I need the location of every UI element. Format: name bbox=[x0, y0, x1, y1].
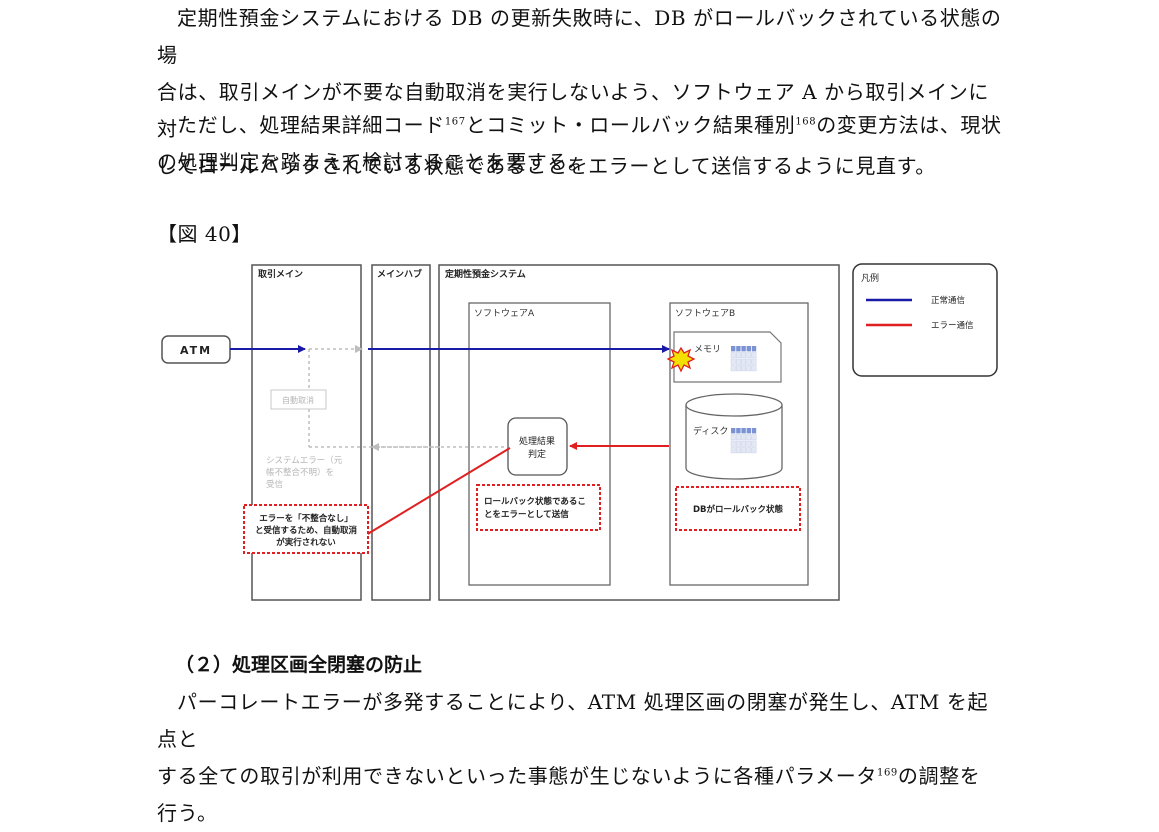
text-line: の処理判定を踏まえて検討することを要する。 bbox=[157, 150, 589, 174]
lane-deposit-system bbox=[438, 264, 840, 601]
storage-cell bbox=[746, 358, 752, 365]
note-text: と受信するため、自動取消 bbox=[255, 525, 358, 536]
lane-torihiki-label: 取引メイン bbox=[258, 268, 303, 280]
legend-error-label: エラー通信 bbox=[931, 320, 974, 331]
storage-cell bbox=[746, 346, 751, 352]
memory-cells bbox=[730, 346, 757, 372]
storage-cell bbox=[730, 358, 736, 365]
note-text: DBがロールバック状態 bbox=[693, 504, 784, 515]
text-line: 合は、取引メインが不要な自動取消を実行しないよう、ソフトウェア A から取引メイ… bbox=[157, 80, 989, 141]
auto-cancel-box bbox=[270, 389, 327, 410]
storage-cell bbox=[751, 428, 757, 434]
storage-cell bbox=[751, 434, 757, 441]
note-rollback-as-error bbox=[476, 484, 601, 531]
storage-cell bbox=[751, 447, 757, 454]
software-b-label: ソフトウェアB bbox=[675, 308, 735, 319]
disk-label: ディスク bbox=[693, 425, 728, 437]
atm-label: ATM bbox=[180, 344, 212, 357]
storage-cell bbox=[731, 428, 736, 434]
storage-cell bbox=[741, 346, 746, 352]
storage-cell bbox=[730, 447, 736, 454]
text-segment: する全ての取引が利用できないといった事態が生じないように各種パラメータ bbox=[157, 764, 877, 788]
text-line: パーコレートエラーが多発することにより、ATM 処理区画の閉塞が発生し、ATM … bbox=[157, 690, 989, 751]
storage-cell bbox=[751, 440, 757, 447]
auto-cancel-label: 自動取消 bbox=[282, 395, 314, 405]
lane-mainhub bbox=[371, 264, 431, 601]
storage-cell bbox=[746, 434, 752, 441]
legend-normal-label: 正常通信 bbox=[931, 295, 966, 306]
storage-cell bbox=[741, 428, 746, 434]
storage-cell bbox=[735, 447, 741, 454]
software-b-box bbox=[669, 302, 809, 586]
storage-cell bbox=[741, 352, 747, 359]
storage-cell bbox=[746, 365, 752, 372]
storage-cell bbox=[751, 358, 757, 365]
paragraph-percolate-error: パーコレートエラーが多発することにより、ATM 処理区画の閉塞が発生し、ATM … bbox=[157, 684, 1007, 832]
process-result-label: 判定 bbox=[528, 448, 546, 460]
error-flow-arrow bbox=[355, 447, 511, 542]
storage-cell bbox=[741, 365, 747, 372]
text-line: 定期性預金システムにおける DB の更新失敗時に、DB がロールバックされている… bbox=[157, 6, 1002, 67]
storage-cell bbox=[741, 434, 747, 441]
storage-cell bbox=[751, 365, 757, 372]
system-error-text: システムエラー（元 bbox=[266, 455, 343, 466]
legend-title: 凡例 bbox=[861, 272, 879, 284]
note-no-auto-cancel bbox=[243, 504, 369, 554]
storage-cell bbox=[735, 352, 741, 359]
storage-cell bbox=[735, 365, 741, 372]
section-heading: （２）処理区画全閉塞の防止 bbox=[175, 654, 423, 676]
storage-cell bbox=[746, 352, 752, 359]
note-text: ロールバック状態であるこ bbox=[484, 496, 586, 507]
note-text: エラーを「不整合なし」 bbox=[259, 513, 353, 524]
storage-cell bbox=[741, 447, 747, 454]
process-result-box bbox=[507, 417, 568, 476]
storage-cell bbox=[730, 434, 736, 441]
lane-deposit-system-label: 定期性預金システム bbox=[444, 268, 526, 280]
storage-cell bbox=[730, 352, 736, 359]
storage-cell bbox=[746, 428, 751, 434]
storage-cell bbox=[735, 434, 741, 441]
note-text: とをエラーとして送信 bbox=[484, 509, 569, 520]
text-segment: とコミット・ロールバック結果種別 bbox=[465, 113, 796, 137]
software-a-label: ソフトウェアA bbox=[474, 308, 535, 319]
note-text: が実行されない bbox=[276, 537, 336, 548]
storage-cell bbox=[735, 440, 741, 447]
text-segment: の調整を bbox=[897, 764, 981, 788]
text-line: してロールバックされている状態であることをエラーとして送信するように見直す。 bbox=[157, 154, 936, 178]
note-db-rollback bbox=[675, 486, 801, 531]
system-error-text: 帳不整合不明）を bbox=[266, 467, 334, 478]
storage-cell bbox=[741, 358, 747, 365]
storage-cell bbox=[741, 440, 747, 447]
memory-label: メモリ bbox=[694, 345, 721, 355]
storage-cell bbox=[751, 352, 757, 359]
figure-diagram: 取引メイン メインハブ 定期性預金システム ソフトウェアA ソフトウェアB AT… bbox=[161, 263, 998, 601]
software-a-box bbox=[468, 302, 611, 586]
footnote-ref[interactable]: 168 bbox=[795, 116, 817, 128]
explosion-icon bbox=[666, 346, 696, 373]
storage-cell bbox=[731, 346, 736, 352]
storage-cell bbox=[751, 346, 757, 352]
text-line: 行う。 bbox=[157, 801, 218, 825]
text-segment: の変更方法は、現状 bbox=[816, 113, 1002, 137]
lane-torihiki-main bbox=[251, 264, 362, 601]
disk-cells bbox=[730, 428, 757, 454]
system-error-text: 受信 bbox=[266, 479, 284, 490]
storage-cell bbox=[736, 428, 741, 434]
storage-cell bbox=[746, 447, 752, 454]
storage-cell bbox=[730, 440, 736, 447]
legend-box bbox=[852, 263, 998, 377]
paragraph-rollback-revision: 定期性預金システムにおける DB の更新失敗時に、DB がロールバックされている… bbox=[157, 0, 1007, 185]
storage-cell bbox=[736, 346, 741, 352]
footnote-ref[interactable]: 167 bbox=[444, 116, 466, 128]
text-segment: ただし、処理結果詳細コード bbox=[177, 113, 445, 137]
footnote-ref[interactable]: 169 bbox=[877, 767, 898, 779]
lane-mainhub-label: メインハブ bbox=[377, 268, 422, 280]
paragraph-however: ただし、処理結果詳細コード167とコミット・ロールバック結果種別168の変更方法… bbox=[157, 107, 1007, 181]
storage-cell bbox=[746, 440, 752, 447]
storage-cell bbox=[730, 365, 736, 372]
process-result-label: 処理結果 bbox=[519, 435, 555, 447]
figure-label: 【図 40】 bbox=[157, 222, 252, 246]
storage-cell bbox=[735, 358, 741, 365]
